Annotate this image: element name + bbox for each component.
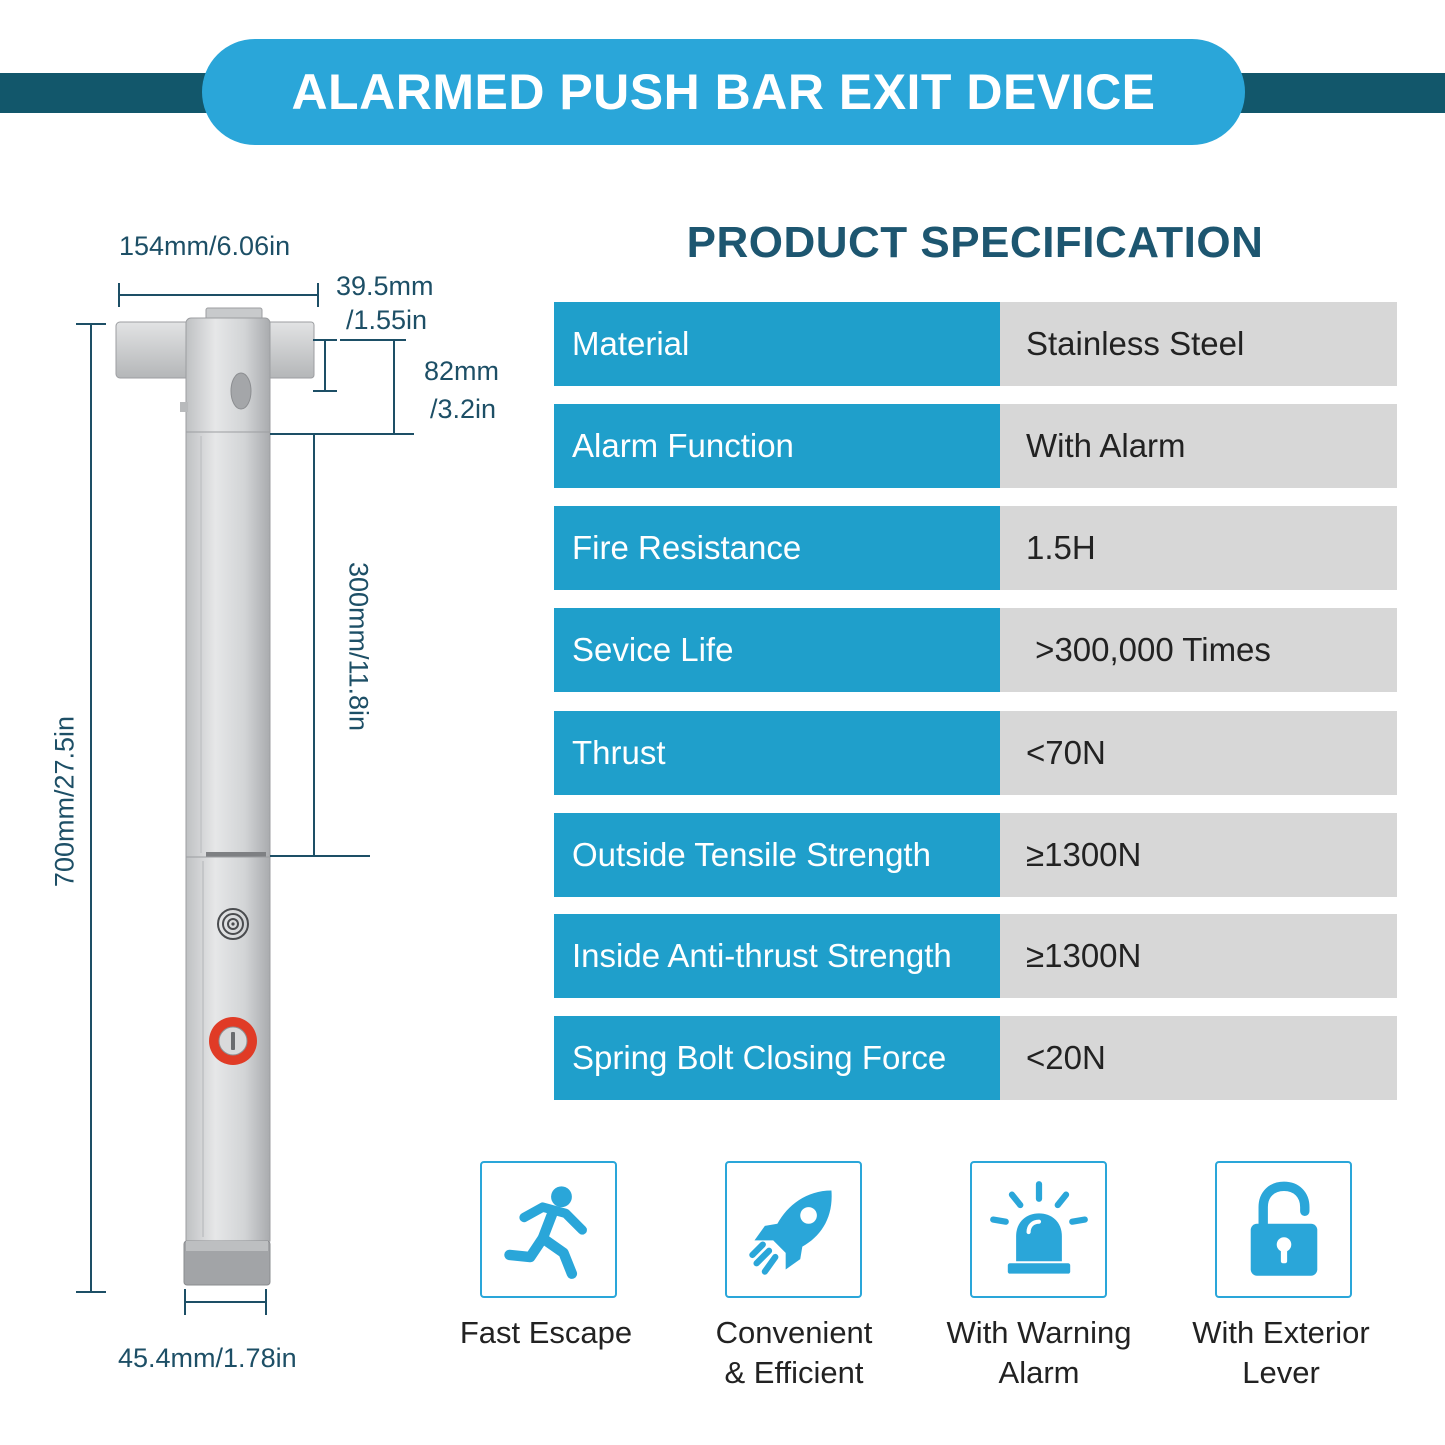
spec-label: Sevice Life <box>554 608 1000 692</box>
spec-label: Spring Bolt Closing Force <box>554 1016 1000 1100</box>
spec-value: Stainless Steel <box>1000 302 1397 386</box>
feature-label-line: Convenient <box>715 1315 873 1350</box>
spec-label: Fire Resistance <box>554 506 1000 590</box>
running-person-icon <box>503 1185 587 1279</box>
feature-label-line: & Efficient <box>724 1355 864 1390</box>
spec-label: Thrust <box>554 711 1000 795</box>
dimension-width-top: 154mm/6.06in <box>119 231 291 261</box>
spec-value: ≥1300N <box>1000 914 1397 998</box>
feature-label-warning-alarm: With Warning Alarm <box>924 1313 1154 1393</box>
page-title: ALARMED PUSH BAR EXIT DEVICE <box>291 64 1156 120</box>
spec-label: Outside Tensile Strength <box>554 813 1000 897</box>
spec-value: <70N <box>1000 711 1397 795</box>
feature-exterior-lever <box>1215 1161 1352 1298</box>
spec-value: With Alarm <box>1000 404 1397 488</box>
dimension-head-depth-in: /1.55in <box>346 305 428 335</box>
feature-label-fast-escape: Fast Escape <box>431 1313 661 1353</box>
dimension-head-height-in: /3.2in <box>430 394 497 424</box>
unlocked-padlock-icon <box>1250 1181 1317 1276</box>
dimension-line-head-height <box>270 339 414 435</box>
key-cylinder-icon <box>209 1017 257 1065</box>
rocket-icon <box>748 1189 832 1275</box>
spec-row-fire-resistance: Fire Resistance 1.5H <box>554 506 1397 590</box>
header-banner: ALARMED PUSH BAR EXIT DEVICE <box>202 39 1245 145</box>
feature-label-line: Alarm <box>998 1355 1080 1390</box>
feature-label-exterior-lever: With Exterior Lever <box>1166 1313 1396 1393</box>
dimension-line-bottom-width <box>184 1289 267 1315</box>
push-bar <box>185 431 271 860</box>
spec-label: Inside Anti-thrust Strength <box>554 914 1000 998</box>
spec-label: Material <box>554 302 1000 386</box>
spec-row-material: Material Stainless Steel <box>554 302 1397 386</box>
spec-row-spring-bolt-closing-force: Spring Bolt Closing Force <20N <box>554 1016 1397 1100</box>
dimension-line-total-height <box>76 323 106 1293</box>
feature-label-line: Lever <box>1242 1355 1320 1390</box>
feature-fast-escape <box>480 1161 617 1298</box>
spec-value: ≥1300N <box>1000 813 1397 897</box>
speaker-icon <box>217 908 249 940</box>
dimension-bar-length: 300mm/11.8in <box>343 561 374 732</box>
feature-label-convenient-efficient: Convenient & Efficient <box>679 1313 909 1393</box>
device-head <box>115 307 315 443</box>
alarm-siren-icon <box>989 1180 1088 1274</box>
feature-warning-alarm <box>970 1161 1107 1298</box>
spec-value: <20N <box>1000 1016 1397 1100</box>
spec-value: >300,000 Times <box>1000 608 1397 692</box>
spec-label: Alarm Function <box>554 404 1000 488</box>
spec-row-outside-tensile-strength: Outside Tensile Strength ≥1300N <box>554 813 1397 897</box>
dimension-head-depth-mm: 39.5mm <box>336 271 434 301</box>
dimension-line-head-depth <box>313 339 337 392</box>
spec-row-service-life: Sevice Life >300,000 Times <box>554 608 1397 692</box>
spec-row-inside-anti-thrust-strength: Inside Anti-thrust Strength ≥1300N <box>554 914 1397 998</box>
dimension-head-height-mm: 82mm <box>424 356 500 386</box>
dimension-width-bottom: 45.4mm/1.78in <box>118 1343 297 1373</box>
dimension-line-top-width <box>118 283 319 307</box>
dimension-line-bar-length <box>270 434 370 857</box>
spec-title: PRODUCT SPECIFICATION <box>686 218 1264 267</box>
feature-convenient-efficient <box>725 1161 862 1298</box>
dimension-total-height: 700mm/27.5in <box>49 715 80 888</box>
feature-label-line: With Warning <box>946 1315 1132 1350</box>
feature-label-line: With Exterior <box>1192 1315 1370 1350</box>
feature-label-line: Fast Escape <box>459 1315 633 1350</box>
spec-row-thrust: Thrust <70N <box>554 711 1397 795</box>
spec-value: 1.5H <box>1000 506 1397 590</box>
spec-row-alarm-function: Alarm Function With Alarm <box>554 404 1397 488</box>
lower-housing <box>183 856 271 1286</box>
